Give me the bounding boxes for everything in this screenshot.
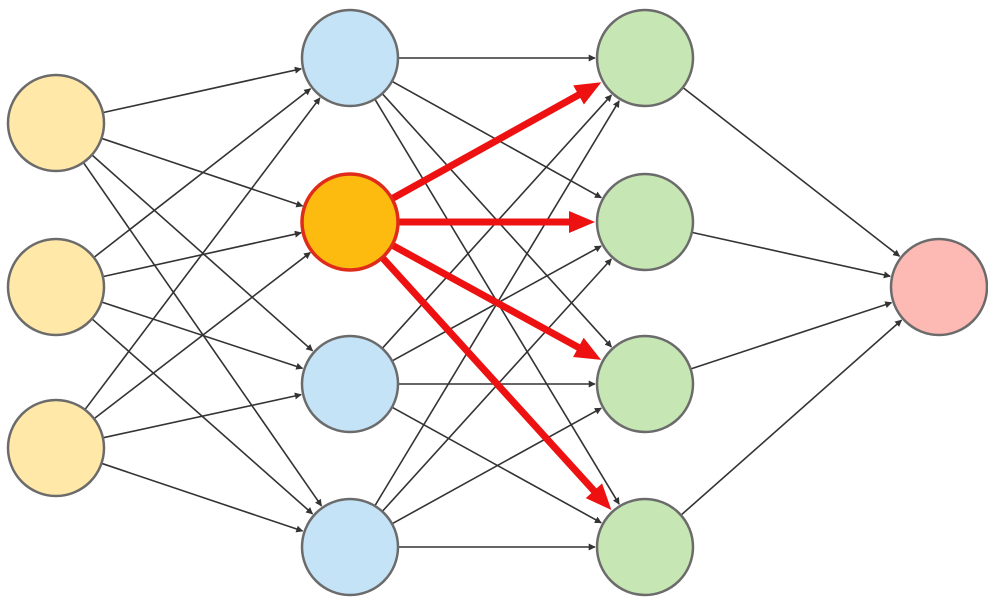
edge-0-0-1 xyxy=(101,137,304,208)
highlighted-arrowhead-1-1-3 xyxy=(585,483,612,510)
edge-0-2-0 xyxy=(84,97,321,411)
highlighted-edge-1-1-2 xyxy=(388,241,591,356)
input-neuron-3 xyxy=(6,398,106,498)
edge-1-2-3 xyxy=(391,406,602,524)
highlighted-edge-1-1-0 xyxy=(388,86,591,203)
input-neuron-1 xyxy=(6,73,106,173)
edge-2-0-0 xyxy=(682,86,901,257)
highlighted-arrowhead-1-1-0 xyxy=(573,82,602,105)
edge-2-3-0 xyxy=(680,319,903,516)
input-neuron-2 xyxy=(6,237,106,337)
hidden-1-neuron-1 xyxy=(300,8,400,108)
hidden-2-neuron-1 xyxy=(595,8,695,108)
hidden-1-neuron-4 xyxy=(300,497,400,597)
highlighted-edge-1-1-3 xyxy=(378,254,605,502)
edge-2-1-0 xyxy=(691,231,891,279)
highlighted-hidden-1-neuron-2 xyxy=(300,172,400,272)
edge-1-3-2 xyxy=(391,407,602,525)
edge-0-0-3 xyxy=(82,161,323,507)
highlighted-connections xyxy=(378,82,612,510)
edge-0-2-2 xyxy=(102,392,302,439)
neurons xyxy=(6,8,988,597)
edge-0-1-0 xyxy=(93,88,312,259)
highlighted-arrowhead-1-1-1 xyxy=(569,211,595,233)
edge-2-2-0 xyxy=(690,301,893,370)
hidden-1-neuron-3 xyxy=(300,334,400,434)
output-neuron-1 xyxy=(889,237,988,337)
edge-0-0-0 xyxy=(102,66,302,114)
edge-0-2-1 xyxy=(93,251,311,420)
hidden-2-neuron-3 xyxy=(595,334,695,434)
highlighted-arrowhead-1-1-2 xyxy=(573,337,602,360)
hidden-2-neuron-4 xyxy=(595,497,695,597)
edge-0-2-3 xyxy=(101,462,304,533)
hidden-2-neuron-2 xyxy=(595,172,695,272)
